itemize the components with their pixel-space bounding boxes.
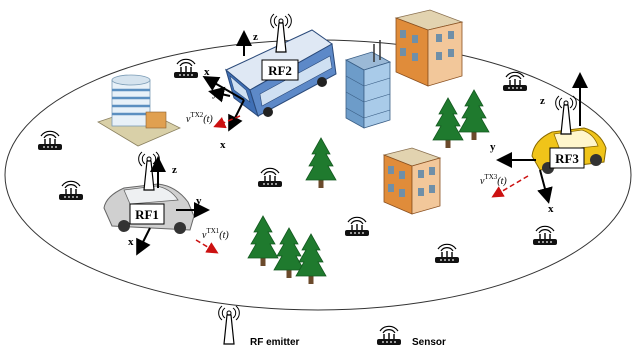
rf3-y-label: y xyxy=(490,141,496,153)
rf2-y-axis xyxy=(208,86,231,103)
sensor-router-icon xyxy=(257,167,283,188)
legend-sensor-label: Sensor xyxy=(412,337,446,348)
sensor-router-icon xyxy=(58,180,84,201)
building-icon xyxy=(344,40,392,129)
sensor-router-icon xyxy=(37,130,63,151)
rf3-velocity-arrow xyxy=(491,175,529,198)
legend: RF emitter Sensor xyxy=(218,305,446,348)
rf2-xdir-axis xyxy=(228,99,245,132)
rf2-z-label: z xyxy=(253,31,258,43)
sensor-router-icon xyxy=(344,216,370,237)
pine-tree-icon xyxy=(295,233,327,285)
rf3-label: RF3 xyxy=(555,151,579,166)
building-icon xyxy=(394,9,464,87)
rf3-velocity-label: vTX3(t) xyxy=(480,173,507,187)
rf3-x-axis xyxy=(537,169,553,204)
rf1-x-label: x xyxy=(128,236,134,248)
rf1-x-axis xyxy=(136,227,151,256)
antenna-icon xyxy=(555,95,577,135)
rf3-x-label: x xyxy=(548,203,554,215)
sensor-router-icon xyxy=(434,243,460,264)
rf1-label: RF1 xyxy=(135,207,159,222)
rf2-label-box xyxy=(261,59,299,81)
antenna-icon xyxy=(218,305,240,345)
pine-tree-icon xyxy=(458,89,490,141)
building-icon xyxy=(97,74,181,147)
rf2-y-label: y xyxy=(212,87,218,99)
sensor-router-icon xyxy=(173,58,199,79)
rf1-z-label: z xyxy=(172,164,177,176)
rf3-z-label: z xyxy=(540,95,545,107)
rf1-y-label: y xyxy=(196,195,202,207)
pine-tree-icon xyxy=(432,97,464,149)
rf3-label-box xyxy=(549,147,585,169)
rf2-velocity-label: vTX2(t) xyxy=(186,111,213,125)
rf1-velocity-label: vTX1(t) xyxy=(202,227,229,241)
rf2-x2-label: x xyxy=(220,139,226,151)
legend-emitter-label: RF emitter xyxy=(250,337,300,348)
rf2-label: RF2 xyxy=(268,63,292,78)
rf2-velocity-arrow xyxy=(213,115,241,129)
pine-tree-icon xyxy=(305,137,337,189)
sensor-router-icon xyxy=(502,71,528,92)
building-icon xyxy=(382,147,442,215)
pine-tree-icon xyxy=(247,215,279,267)
rf1-label-box xyxy=(129,203,165,225)
sensor-router-icon xyxy=(376,325,402,346)
sensor-router-icon xyxy=(532,225,558,246)
rf1-velocity-arrow xyxy=(195,239,219,254)
rf2-x-label: x xyxy=(204,66,210,78)
